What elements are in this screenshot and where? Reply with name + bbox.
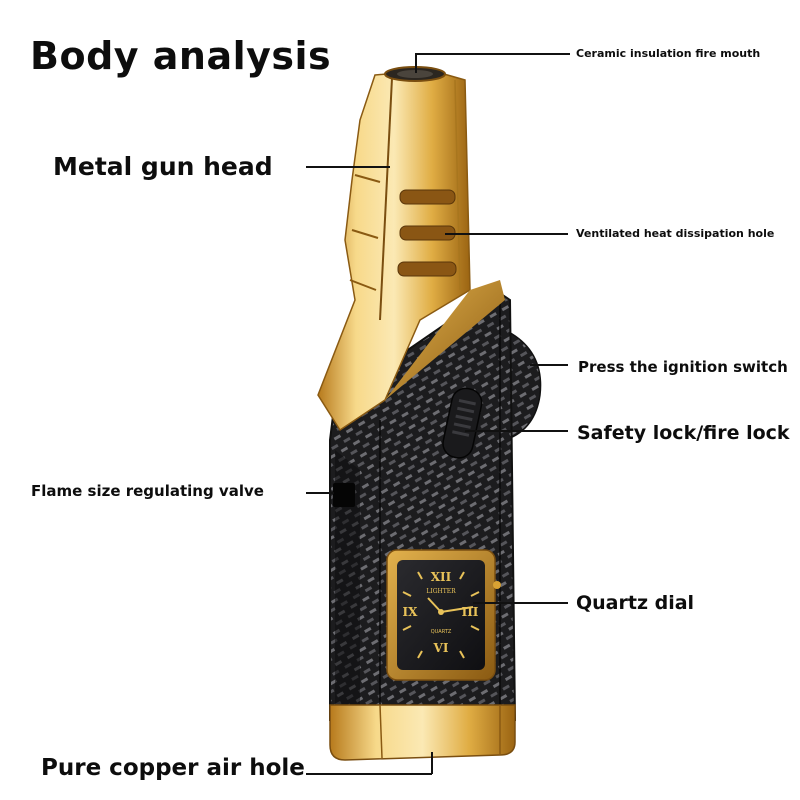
flame-valve-slot bbox=[333, 483, 355, 507]
label-metal-gun-head: Metal gun head bbox=[53, 152, 273, 181]
dial-numeral-right: III bbox=[462, 605, 479, 619]
dial-type: QUARTZ bbox=[431, 629, 452, 635]
copper-base bbox=[329, 704, 516, 761]
quartz-dial bbox=[386, 549, 501, 681]
callout-line bbox=[465, 430, 568, 432]
callout-line bbox=[306, 166, 390, 168]
safety-lock bbox=[442, 387, 483, 459]
callout-line bbox=[415, 53, 417, 73]
vent-hole bbox=[397, 261, 457, 277]
label-vent-holes: Ventilated heat dissipation hole bbox=[576, 227, 775, 240]
callout-line bbox=[530, 364, 568, 366]
dial-brand: LIGHTER bbox=[426, 588, 456, 595]
label-safety-lock: Safety lock/fire lock bbox=[577, 422, 790, 444]
dial-numeral-left: IX bbox=[403, 605, 419, 619]
metal-gun-head bbox=[317, 69, 471, 432]
callout-line bbox=[473, 602, 568, 604]
dial-numeral-bottom: VI bbox=[433, 641, 449, 655]
callout-line bbox=[431, 752, 433, 774]
page-title: Body analysis bbox=[30, 34, 332, 78]
dial-numeral-top: XII bbox=[431, 570, 452, 584]
vent-hole bbox=[399, 189, 456, 205]
label-air-hole: Pure copper air hole bbox=[41, 755, 305, 781]
label-quartz-dial: Quartz dial bbox=[576, 592, 695, 614]
callout-line bbox=[306, 773, 432, 775]
callout-line bbox=[306, 492, 334, 494]
ignition-switch bbox=[504, 328, 542, 442]
callout-line bbox=[445, 233, 568, 235]
label-ignition-switch: Press the ignition switch bbox=[578, 358, 788, 376]
label-flame-valve: Flame size regulating valve bbox=[31, 482, 264, 500]
callout-line bbox=[415, 53, 570, 55]
label-ceramic-mouth: Ceramic insulation fire mouth bbox=[576, 47, 761, 60]
